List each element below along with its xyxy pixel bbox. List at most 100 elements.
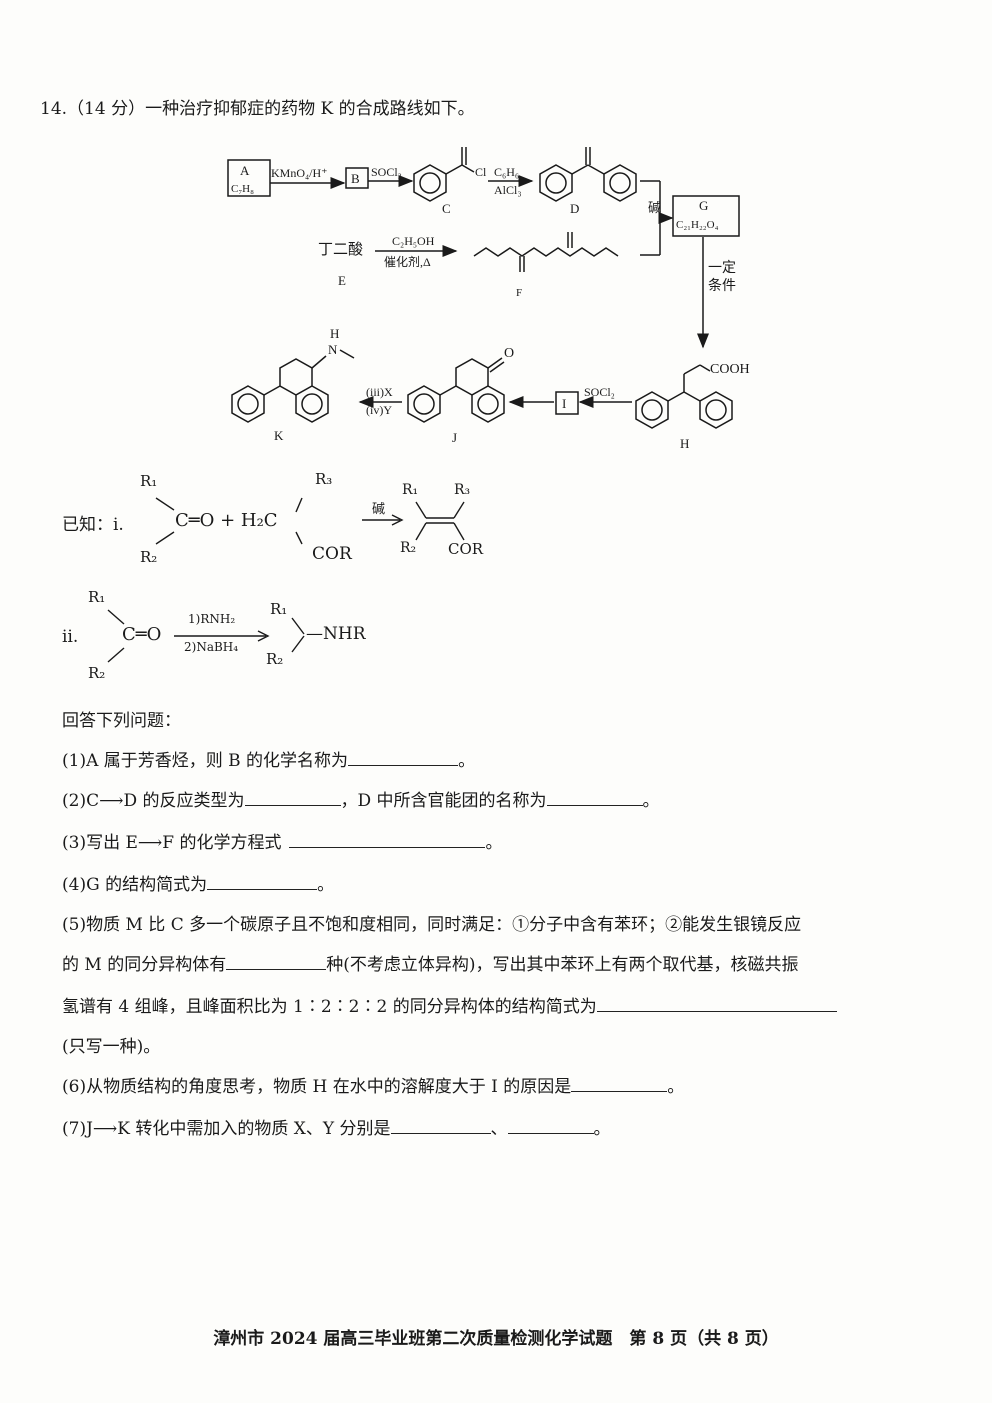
ketone-oxygen: O (504, 346, 514, 361)
known-cond1: 1)RNH₂ (188, 612, 236, 626)
question-7-end: 。 (593, 1119, 611, 1139)
question-6-end: 。 (667, 1077, 685, 1097)
known-product-r1: R₁ (402, 482, 419, 498)
reagent-socl2-2: SOCl₂ (584, 385, 615, 399)
question-3-text: (3)写出 E⟶F 的化学方程式 (62, 833, 282, 853)
question-6-text: (6)从物质结构的角度思考，物质 H 在水中的溶解度大于 I 的原因是 (62, 1077, 572, 1097)
compound-j-aromatic-ring (471, 385, 505, 423)
known-product-r3: R₃ (454, 482, 471, 498)
question-4-text: (4)G 的结构简式为 (62, 875, 208, 895)
reagent-benzene: C₆H₆ (494, 165, 519, 179)
answer-blank-3[interactable] (289, 831, 486, 848)
reagent-y: (iv)Y (366, 403, 392, 417)
known-carbonyl-ii: C═O (122, 624, 162, 645)
known-i-bonds (155, 497, 465, 545)
reagent-kmno4: KMnO₄/H⁺ (271, 166, 328, 180)
question-6: (6)从物质结构的角度思考，物质 H 在水中的溶解度大于 I 的原因是 。 (62, 1072, 684, 1097)
compound-d-ring-left (539, 164, 573, 202)
question-5-line1: (5)物质 M 比 C 多一个碳原子且不饱和度相同，同时满足：①分子中含有苯环；… (62, 915, 802, 935)
known-ii-bonds (107, 609, 305, 663)
answer-blank-7b[interactable] (507, 1117, 594, 1134)
known-cor: COR (312, 544, 352, 564)
question-1: (1)A 属于芳香烃，则 B 的化学名称为 。 (62, 746, 475, 771)
compound-i-box (555, 391, 579, 415)
question-header: 14.（14 分）一种治疗抑郁症的药物 K 的合成路线如下。 (40, 99, 475, 119)
question-4: (4)G 的结构简式为 。 (62, 870, 334, 895)
answer-blank-1[interactable] (348, 749, 459, 766)
known-label-i: 已知：ⅰ. (62, 515, 124, 535)
compound-b-box (345, 167, 369, 189)
question-1-end: 。 (458, 751, 476, 771)
compound-i-label: I (562, 396, 566, 411)
compound-a-label: A (240, 163, 250, 178)
compound-f-chain (473, 247, 619, 257)
chlorine-atom: Cl (475, 165, 487, 179)
known-carbonyl: C═O + H₂C (175, 510, 278, 531)
compound-c-text: C (442, 201, 451, 216)
question-5-line2b: 种(不考虑立体异构)，写出其中苯环上有两个取代基，核磁共振 (326, 955, 799, 975)
known-product-nhr: —NHR (306, 624, 366, 644)
known-product-r2-ii: R₂ (266, 650, 284, 668)
compound-g-formula: C₂₁H₂₂O₄ (676, 219, 719, 231)
compound-k-text: K (274, 428, 284, 443)
reagent-alcl3: AlCl₃ (494, 183, 522, 197)
compound-g-box (672, 195, 740, 237)
question-3-end: 。 (485, 833, 503, 853)
question-2: (2)C⟶D 的反应类型为，D 中所含官能团的名称为。 (62, 786, 660, 811)
known-product-r1-ii: R₁ (270, 600, 288, 618)
question-1-text: (1)A 属于芳香烃，则 B 的化学名称为 (62, 751, 349, 771)
answer-blank-2a[interactable] (244, 789, 341, 806)
question-5-line4: (只写一种)。 (62, 1037, 161, 1057)
compound-h-text: H (680, 436, 689, 451)
compound-c-ring (413, 164, 447, 202)
known-r1: R₁ (140, 472, 158, 490)
compound-h-ring-right (699, 391, 733, 429)
amine-hydrogen: H (330, 326, 339, 341)
compound-b-label: B (351, 171, 360, 186)
synthesis-scheme: A C₇H₈ KMnO₄/H⁺ B SOCl₂ Cl C₆H₆ AlCl₃ C … (227, 147, 750, 451)
known-product-cor: COR (448, 540, 484, 558)
answer-blank-5b[interactable] (596, 995, 837, 1012)
question-5-line3: 氢谱有 4 组峰，且峰面积比为 1∶2∶2∶2 的同分异构体的结构简式为 (62, 992, 837, 1017)
compound-j-phenyl (407, 385, 441, 423)
condition-line2: 条件 (708, 277, 736, 294)
reagent-socl2-1: SOCl₂ (371, 165, 402, 179)
compound-j-text: J (452, 430, 457, 445)
question-7-text: (7)J⟶K 转化中需加入的物质 X、Y 分别是 (62, 1119, 391, 1139)
compound-a-formula: C₇H₈ (231, 183, 254, 195)
answer-blank-5a[interactable] (226, 953, 327, 970)
question-7: (7)J⟶K 转化中需加入的物质 X、Y 分别是 、 。 (62, 1114, 611, 1139)
page-footer: 漳州市 2024 届高三毕业班第二次质量检测化学试题 第 8 页（共 8 页） (213, 1329, 779, 1349)
known-cond2: 2)NaBH₄ (184, 640, 239, 654)
reagent-catalyst: 催化剂,Δ (384, 254, 431, 269)
known-base: 碱 (372, 502, 386, 517)
known-r2-ii: R₂ (88, 664, 106, 682)
compound-h-ring-left (635, 391, 669, 429)
answer-blank-2b[interactable] (546, 789, 643, 806)
reagent-ethanol: C₂H₅OH (392, 234, 435, 248)
compound-d-text: D (570, 201, 579, 216)
question-5-line2a: 的 M 的同分异构体有 (62, 955, 227, 975)
question-5-line2: 的 M 的同分异构体有 种(不考虑立体异构)，写出其中苯环上有两个取代基，核磁共振 (62, 950, 798, 975)
question-4-end: 。 (317, 875, 335, 895)
known-r1-ii: R₁ (88, 588, 106, 606)
answer-blank-7a[interactable] (390, 1117, 491, 1134)
known-r3: R₃ (315, 470, 333, 488)
question-7-sep: 、 (490, 1119, 508, 1139)
condition-line1: 一定 (708, 260, 736, 276)
answer-blank-6[interactable] (571, 1075, 668, 1092)
amine-nitrogen: N (328, 342, 338, 357)
compound-g-label: G (699, 198, 708, 213)
question-2-part2: ，D 中所含官能团的名称为 (340, 791, 547, 811)
compound-k-phenyl (231, 385, 265, 423)
answer-blank-4[interactable] (207, 873, 318, 890)
compound-k-aromatic-ring (295, 385, 329, 423)
known-label-ii: ⅱ. (62, 627, 79, 647)
compound-f-text: F (516, 287, 522, 299)
question-3: (3)写出 E⟶F 的化学方程式 。 (62, 828, 502, 853)
question-2-end: 。 (642, 791, 660, 811)
compound-e-text: E (338, 273, 346, 288)
known-product-r2: R₂ (400, 540, 417, 556)
known-r2: R₂ (140, 548, 158, 566)
question-5-line3-text: 氢谱有 4 组峰，且峰面积比为 1∶2∶2∶2 的同分异构体的结构简式为 (62, 997, 597, 1017)
